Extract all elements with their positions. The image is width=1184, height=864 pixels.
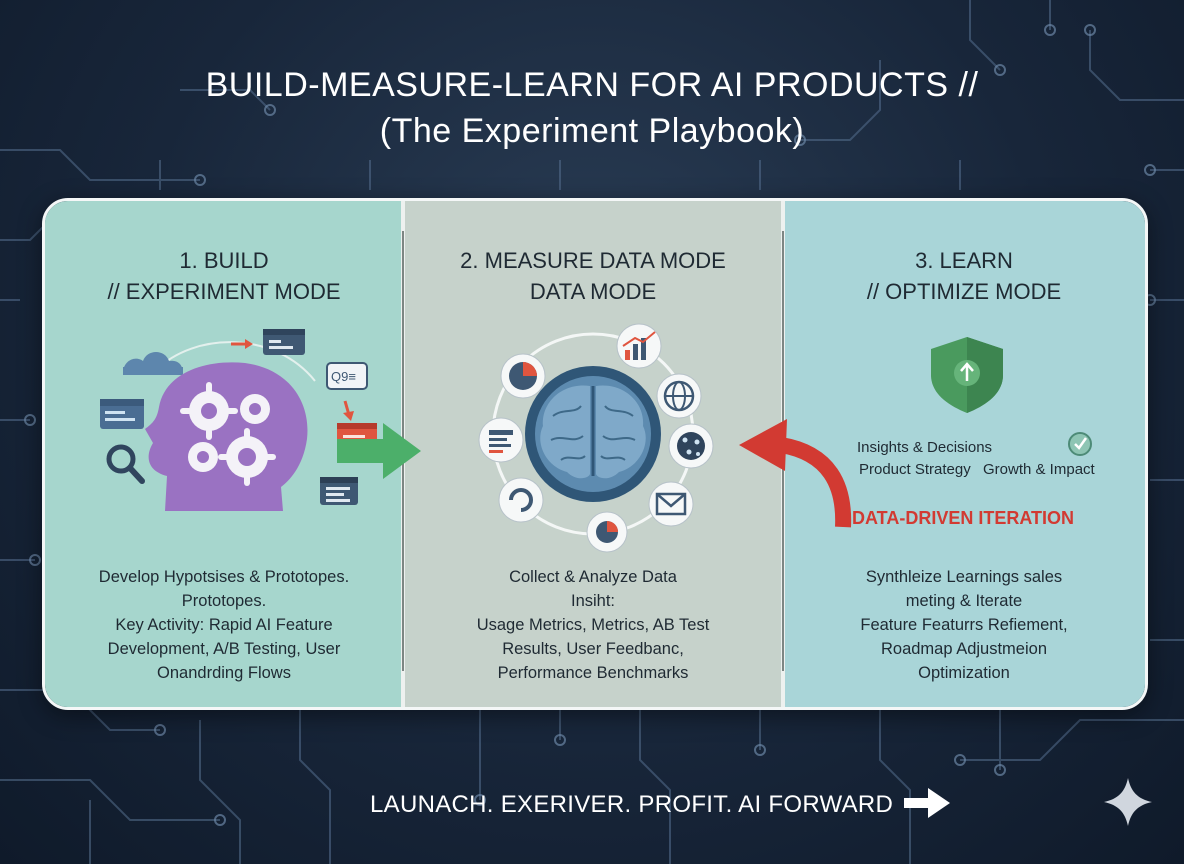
bar-chart-icon [616,323,662,369]
learn-body-line-5: Optimization [918,664,1010,682]
globe-icon [656,373,702,419]
pie-badge-icon [586,511,628,553]
page-title: BUILD-MEASURE-LEARN FOR AI PRODUCTS // [205,66,979,104]
learn-body-line-2: meting & Iterate [905,592,1023,610]
measure-body-line-5: Performance Benchmarks [497,664,689,682]
learn-subheading: // OPTIMIZE MODE [866,279,1062,304]
sparkle-icon [1104,778,1152,826]
build-to-measure-arrow [337,423,421,479]
cycle-icon [498,477,544,523]
list-window-icon [320,477,358,505]
network-icon [668,423,714,469]
learn-panel: 3. LEARN // OPTIMIZE MODE Insights & Dec… [783,201,1145,707]
build-body-line-1: Develop Hypotsises & Prototopes. [98,568,350,586]
build-panel: 1. BUILD // EXPERIMENT MODE [45,201,403,707]
cloud-icon [123,352,183,375]
search-icon [106,444,145,484]
svg-text:Q9≡: Q9≡ [331,369,356,384]
arrow-right-icon [904,788,951,818]
strategy-label: Product Strategy [859,461,971,478]
measure-body-line-1: Collect & Analyze Data [509,568,677,586]
measure-body-line-3: Usage Metrics, Metrics, AB Test [476,616,710,634]
head-gears-icon [145,362,308,511]
build-body-line-3: Key Activity: Rapid AI Feature [115,616,333,634]
search-bar-icon: Q9≡ [326,362,368,390]
growth-label: Growth & Impact [983,461,1095,478]
code-window-icon [263,329,305,355]
brain-icon [525,366,661,502]
insights-label: Insights & Decisions [857,439,993,456]
learn-body-line-3: Feature Featurrs Refiement, [860,616,1068,634]
learn-body-line-4: Roadmap Adjustmeion [880,640,1047,658]
build-body-line-4: Development, A/B Testing, User [107,640,341,658]
build-body-line-5: Onandrding Flows [157,664,291,682]
measure-subheading: DATA MODE [529,279,657,304]
pie-chart-icon [500,353,546,399]
build-body-line-2: Prototopes. [181,592,267,610]
shield-illustration [931,337,1003,413]
build-heading: 1. BUILD [179,248,269,273]
page-subtitle: (The Experiment Playbook) [379,112,805,150]
measure-body-line-2: Insiht: [570,592,616,610]
document-icon [478,417,524,463]
measure-heading: 2. MEASURE DATA MODE [460,248,726,273]
learn-heading: 3. LEARN [915,248,1013,273]
measure-body-line-4: Results, User Feedbanc, [502,640,684,658]
tagline: LAUNACH. EXERIVER. PROFIT. AI FORWARD [370,788,952,819]
learn-body-line-1: Synthleize Learnings sales [865,568,1063,586]
measure-panel: 2. MEASURE DATA MODE DATA MODE [403,201,783,707]
checkmark-icon [1068,432,1092,456]
shield-arrow-icon [931,337,1003,413]
measure-illustration [478,323,714,553]
learn-to-measure-arrow [739,419,852,528]
tagline-text: LAUNACH. EXERIVER. PROFIT. AI FORWARD [370,791,894,818]
build-subheading: // EXPERIMENT MODE [107,279,341,304]
data-driven-iteration-label: DATA-DRIVEN ITERATION [852,508,1074,528]
cycle-board: 1. BUILD // EXPERIMENT MODE [42,198,1148,710]
browser-window-icon [100,399,144,429]
envelope-icon [648,481,694,527]
build-illustration: Q9≡ [100,329,377,511]
